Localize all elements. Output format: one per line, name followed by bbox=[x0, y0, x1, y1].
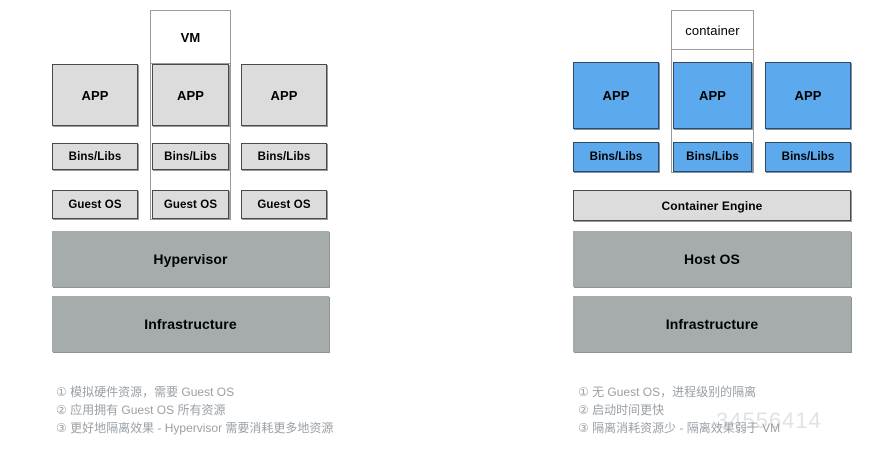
container-bins-libs-box-3: Bins/Libs bbox=[765, 142, 851, 172]
container-note-1: ① 无 Guest OS，进程级别的隔离 bbox=[578, 385, 757, 399]
vm-bins-libs-box-2: Bins/Libs bbox=[152, 143, 229, 170]
container-app-box-1: APP bbox=[573, 62, 659, 129]
container-group-label: container bbox=[671, 10, 754, 50]
vm-notes-list: ① 模拟硬件资源，需要 Guest OS ② 应用拥有 Guest OS 所有资… bbox=[56, 383, 436, 437]
container-bins-libs-box-1: Bins/Libs bbox=[573, 142, 659, 172]
vm-bins-libs-box-3: Bins/Libs bbox=[241, 143, 327, 170]
host-os-layer: Host OS bbox=[573, 231, 851, 287]
hypervisor-layer: Hypervisor bbox=[52, 231, 329, 287]
container-infrastructure-layer: Infrastructure bbox=[573, 296, 851, 352]
vm-app-box-2: APP bbox=[152, 64, 229, 126]
vm-guest-os-box-3: Guest OS bbox=[241, 190, 327, 219]
watermark-text: 34556414 bbox=[716, 408, 822, 433]
container-app-box-2: APP bbox=[673, 62, 752, 129]
container-note-3: ③ 隔离消耗资源少 - 隔离效果弱于 VM bbox=[578, 421, 781, 435]
container-notes-list: ① 无 Guest OS，进程级别的隔离 ② 启动时间更快 ③ 隔离消耗资源少 … bbox=[578, 383, 878, 437]
vm-app-box-3: APP bbox=[241, 64, 327, 126]
container-engine-layer: Container Engine bbox=[573, 190, 851, 221]
vm-note-1: ① 模拟硬件资源，需要 Guest OS bbox=[56, 385, 235, 399]
vm-note-3: ③ 更好地隔离效果 - Hypervisor 需要消耗更多地资源 bbox=[56, 421, 334, 435]
container-note-2: ② 启动时间更快 bbox=[578, 403, 665, 417]
vm-app-box-1: APP bbox=[52, 64, 138, 126]
container-bins-libs-box-2: Bins/Libs bbox=[673, 142, 752, 172]
vm-bins-libs-box-1: Bins/Libs bbox=[52, 143, 138, 170]
container-app-box-3: APP bbox=[765, 62, 851, 129]
vm-infrastructure-layer: Infrastructure bbox=[52, 296, 329, 352]
vm-note-2: ② 应用拥有 Guest OS 所有资源 bbox=[56, 403, 226, 417]
vm-guest-os-box-2: Guest OS bbox=[152, 190, 229, 219]
vm-guest-os-box-1: Guest OS bbox=[52, 190, 138, 219]
vm-group-label: VM bbox=[150, 10, 231, 64]
